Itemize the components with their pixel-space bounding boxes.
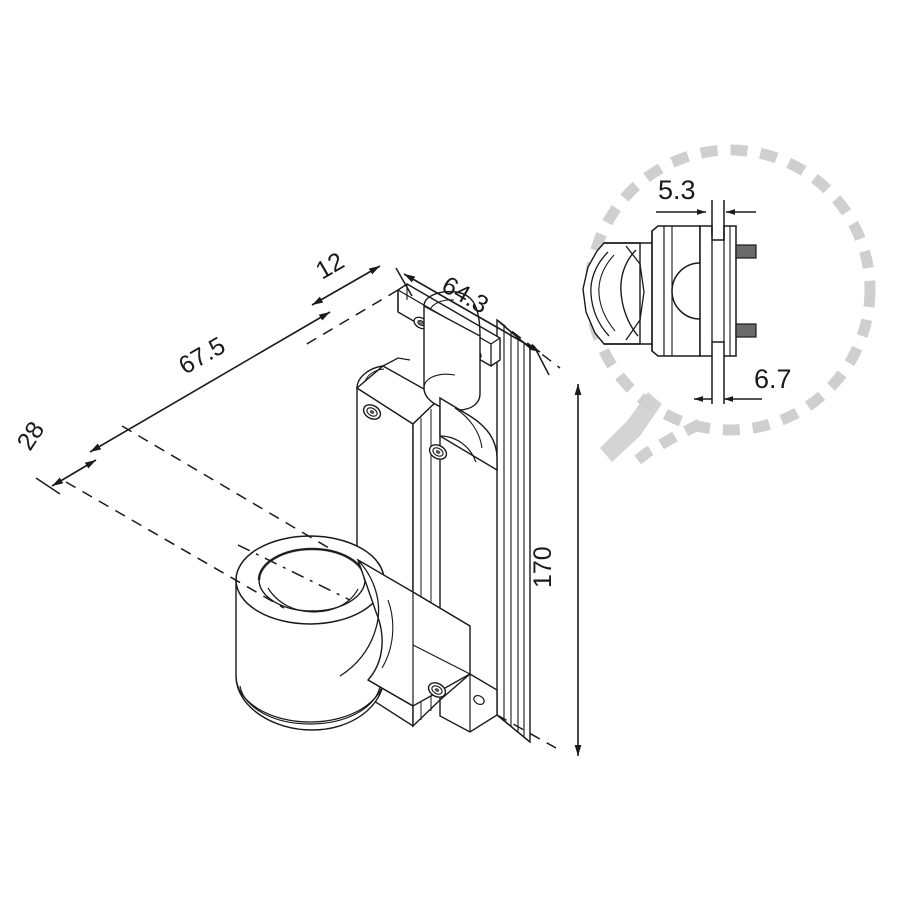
detail-geometry <box>582 225 757 357</box>
dim-6-7-group: 6.7 <box>694 356 792 404</box>
dim-6-7-label: 6.7 <box>754 364 792 394</box>
detail-tab-upper <box>735 244 757 259</box>
detail-leader-dashed <box>626 419 703 471</box>
proj-line-hub-lower <box>65 481 285 609</box>
hub-connector-web <box>339 558 471 707</box>
arm-screws <box>362 404 448 460</box>
hub-centerline <box>237 544 351 601</box>
detail-callout-group: 5.3 6.7 <box>582 144 876 471</box>
screw-foot <box>473 694 485 706</box>
detail-leader-tail <box>600 392 662 462</box>
dim-170-group: 170 <box>529 384 582 756</box>
detail-tab-lower <box>735 323 757 338</box>
detail-circle-boundary <box>584 144 876 436</box>
arm-shoulder-transition <box>439 396 498 472</box>
main-isometric-view: 67.5 12 28 64.3 1 <box>12 247 582 756</box>
wall-rail <box>496 318 531 744</box>
dim-5-3-group: 5.3 <box>656 175 756 240</box>
dim-170-label: 170 <box>529 546 557 588</box>
dim-5-3-label: 5.3 <box>658 175 696 205</box>
